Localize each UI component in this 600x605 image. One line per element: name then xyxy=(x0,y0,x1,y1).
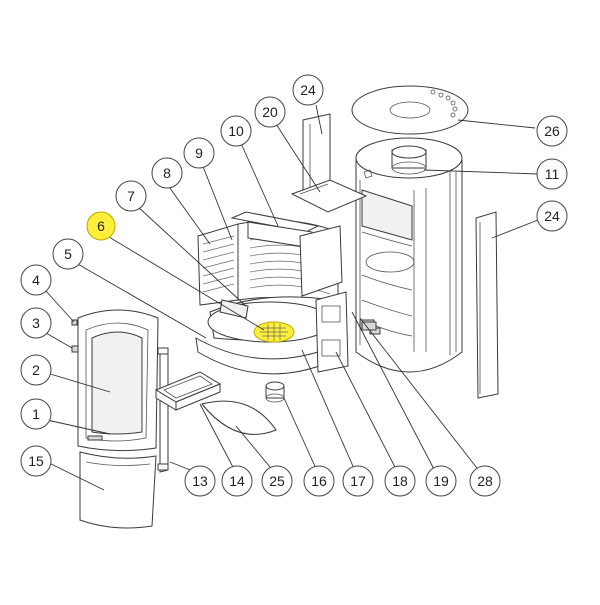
callout-8: 8 xyxy=(151,157,183,189)
svg-text:7: 7 xyxy=(127,188,135,204)
hinge-pin xyxy=(71,345,79,353)
callout-24-right: 24 xyxy=(536,200,568,232)
svg-text:18: 18 xyxy=(392,473,408,489)
hinge-pin-top xyxy=(71,319,78,326)
svg-text:14: 14 xyxy=(229,473,245,489)
callout-bubbles: 24 20 26 10 9 11 8 7 24 6 5 4 3 2 1 15 1… xyxy=(20,74,568,497)
callout-24-top: 24 xyxy=(292,74,324,106)
callout-16: 16 xyxy=(303,465,335,497)
callout-28: 28 xyxy=(469,465,501,497)
svg-text:13: 13 xyxy=(192,473,208,489)
callout-13: 13 xyxy=(184,465,216,497)
svg-text:11: 11 xyxy=(545,166,560,182)
callout-2: 2 xyxy=(20,354,52,386)
svg-text:24: 24 xyxy=(300,82,316,98)
callout-7: 7 xyxy=(115,180,147,212)
svg-text:28: 28 xyxy=(477,473,493,489)
callout-10: 10 xyxy=(220,115,252,147)
svg-text:3: 3 xyxy=(32,315,40,331)
svg-text:9: 9 xyxy=(195,145,203,161)
callout-25: 25 xyxy=(261,465,293,497)
side-rail xyxy=(159,349,169,473)
callout-9: 9 xyxy=(183,137,215,169)
svg-text:6: 6 xyxy=(97,218,105,234)
hearth-plate xyxy=(201,400,277,435)
svg-text:4: 4 xyxy=(32,272,40,288)
svg-text:2: 2 xyxy=(32,362,40,378)
stove-body xyxy=(351,85,469,373)
svg-text:26: 26 xyxy=(544,123,560,139)
svg-text:10: 10 xyxy=(228,123,244,139)
leader-lines xyxy=(45,104,539,491)
air-spigot xyxy=(265,381,285,403)
base-and-grate xyxy=(195,296,337,375)
svg-text:19: 19 xyxy=(433,473,449,489)
callout-15: 15 xyxy=(20,445,52,477)
callout-3: 3 xyxy=(20,307,52,339)
callout-6-highlighted: 6 xyxy=(86,211,116,241)
svg-text:20: 20 xyxy=(262,104,278,120)
svg-text:1: 1 xyxy=(32,406,40,422)
lower-panel xyxy=(79,451,157,529)
deflector-plate xyxy=(290,179,368,213)
door-frame xyxy=(315,291,349,373)
callout-17: 17 xyxy=(342,465,374,497)
callout-18: 18 xyxy=(384,465,416,497)
side-panel-right xyxy=(475,211,499,399)
callout-1: 1 xyxy=(20,398,52,430)
callout-19: 19 xyxy=(425,465,457,497)
firebox-liner xyxy=(197,211,343,311)
svg-text:24: 24 xyxy=(544,208,560,224)
svg-text:5: 5 xyxy=(64,246,72,262)
callout-11: 11 xyxy=(536,158,568,190)
svg-text:25: 25 xyxy=(269,473,285,489)
callout-26: 26 xyxy=(536,115,568,147)
svg-text:16: 16 xyxy=(311,473,327,489)
svg-text:15: 15 xyxy=(28,453,44,469)
callout-5: 5 xyxy=(52,238,84,270)
svg-text:8: 8 xyxy=(163,165,171,181)
svg-text:17: 17 xyxy=(350,473,366,489)
callout-4: 4 xyxy=(20,264,52,296)
front-door xyxy=(77,309,159,452)
callout-14: 14 xyxy=(221,465,253,497)
callout-20: 20 xyxy=(254,96,286,128)
